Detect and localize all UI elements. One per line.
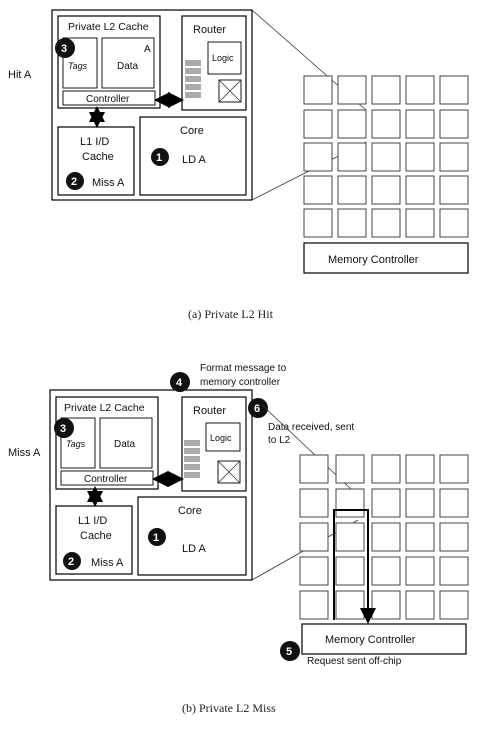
miss-logic-box	[205, 422, 241, 452]
svg-text:3: 3	[60, 423, 66, 435]
miss-l1-line1: L1 I/D	[78, 515, 107, 527]
hit-tile-grid	[303, 75, 469, 238]
hit-l2-title: Private L2 Cache	[68, 21, 149, 33]
hit-router-buffers	[185, 60, 201, 98]
panel-miss: Miss A Private L2 Cache Tags Data Contro…	[8, 363, 469, 715]
miss-step-4-badge: 4	[170, 372, 190, 392]
svg-text:1: 1	[153, 532, 159, 544]
svg-text:3: 3	[61, 43, 67, 55]
hit-crossbar-icon	[218, 79, 242, 103]
miss-side-label: Miss A	[8, 447, 41, 459]
hit-logic-label: Logic	[212, 53, 234, 63]
svg-text:1: 1	[156, 152, 162, 164]
miss-memory-controller	[301, 623, 467, 655]
hit-ld-label: LD A	[182, 154, 207, 166]
miss-step-5-badge: 5	[280, 641, 300, 661]
miss-step-2-badge: 2	[63, 552, 81, 570]
miss-logic-label: Logic	[210, 433, 232, 443]
hit-core-label: Core	[180, 125, 204, 137]
miss-router-label: Router	[193, 405, 226, 417]
miss-miss-label: Miss A	[91, 557, 124, 569]
panel-hit: Hit A Private L2 Cache Tags Data A Contr…	[8, 9, 469, 321]
hit-step-3-badge: 3	[55, 38, 75, 58]
miss-memory-controller-label: Memory Controller	[325, 634, 416, 646]
miss-step-3-badge: 3	[54, 418, 74, 438]
miss-data-label: Data	[114, 439, 136, 450]
svg-text:4: 4	[176, 377, 183, 389]
svg-text:2: 2	[71, 176, 77, 188]
miss-annotation-5: Request sent off-chip	[307, 656, 402, 667]
svg-text:6: 6	[254, 403, 260, 415]
svg-text:5: 5	[286, 646, 292, 658]
miss-core-label: Core	[178, 505, 202, 517]
svg-text:2: 2	[68, 556, 74, 568]
miss-ld-label: LD A	[182, 543, 207, 555]
hit-data-label: Data	[117, 61, 139, 72]
hit-l1-line1: L1 I/D	[80, 136, 109, 148]
hit-router-label: Router	[193, 24, 226, 36]
miss-l1-line2: Cache	[80, 530, 112, 542]
miss-request-path	[333, 509, 376, 624]
miss-controller-label: Controller	[84, 474, 128, 485]
hit-step-1-badge: 1	[151, 148, 169, 166]
hit-side-label: Hit A	[8, 69, 32, 81]
miss-tile-grid	[299, 454, 469, 620]
hit-logic-box	[207, 41, 242, 75]
miss-annotation-6-line1: Data received, sent	[268, 422, 354, 433]
hit-tags-label: Tags	[68, 61, 88, 71]
hit-miss-label: Miss A	[92, 177, 125, 189]
miss-crossbar-icon	[217, 460, 241, 484]
miss-annotation-6-line2: to L2	[268, 435, 291, 446]
hit-step-2-badge: 2	[66, 172, 84, 190]
hit-memory-controller	[303, 242, 469, 274]
hit-caption: (a) Private L2 Hit	[188, 307, 274, 321]
hit-data-marker: A	[144, 44, 151, 55]
miss-step-6-badge: 6	[248, 398, 268, 418]
miss-step-1-badge: 1	[148, 528, 166, 546]
miss-annotation-4-line1: Format message to	[200, 363, 287, 374]
hit-l1-line2: Cache	[82, 151, 114, 163]
hit-controller-label: Controller	[86, 94, 130, 105]
hit-memory-controller-label: Memory Controller	[328, 254, 419, 266]
miss-tags-label: Tags	[66, 439, 86, 449]
miss-router-buffers	[184, 440, 200, 478]
miss-caption: (b) Private L2 Miss	[182, 701, 276, 715]
miss-data-array	[99, 417, 153, 469]
miss-annotation-4-line2: memory controller	[200, 377, 281, 388]
miss-l2-title: Private L2 Cache	[64, 402, 145, 414]
hit-data-array	[101, 37, 155, 89]
